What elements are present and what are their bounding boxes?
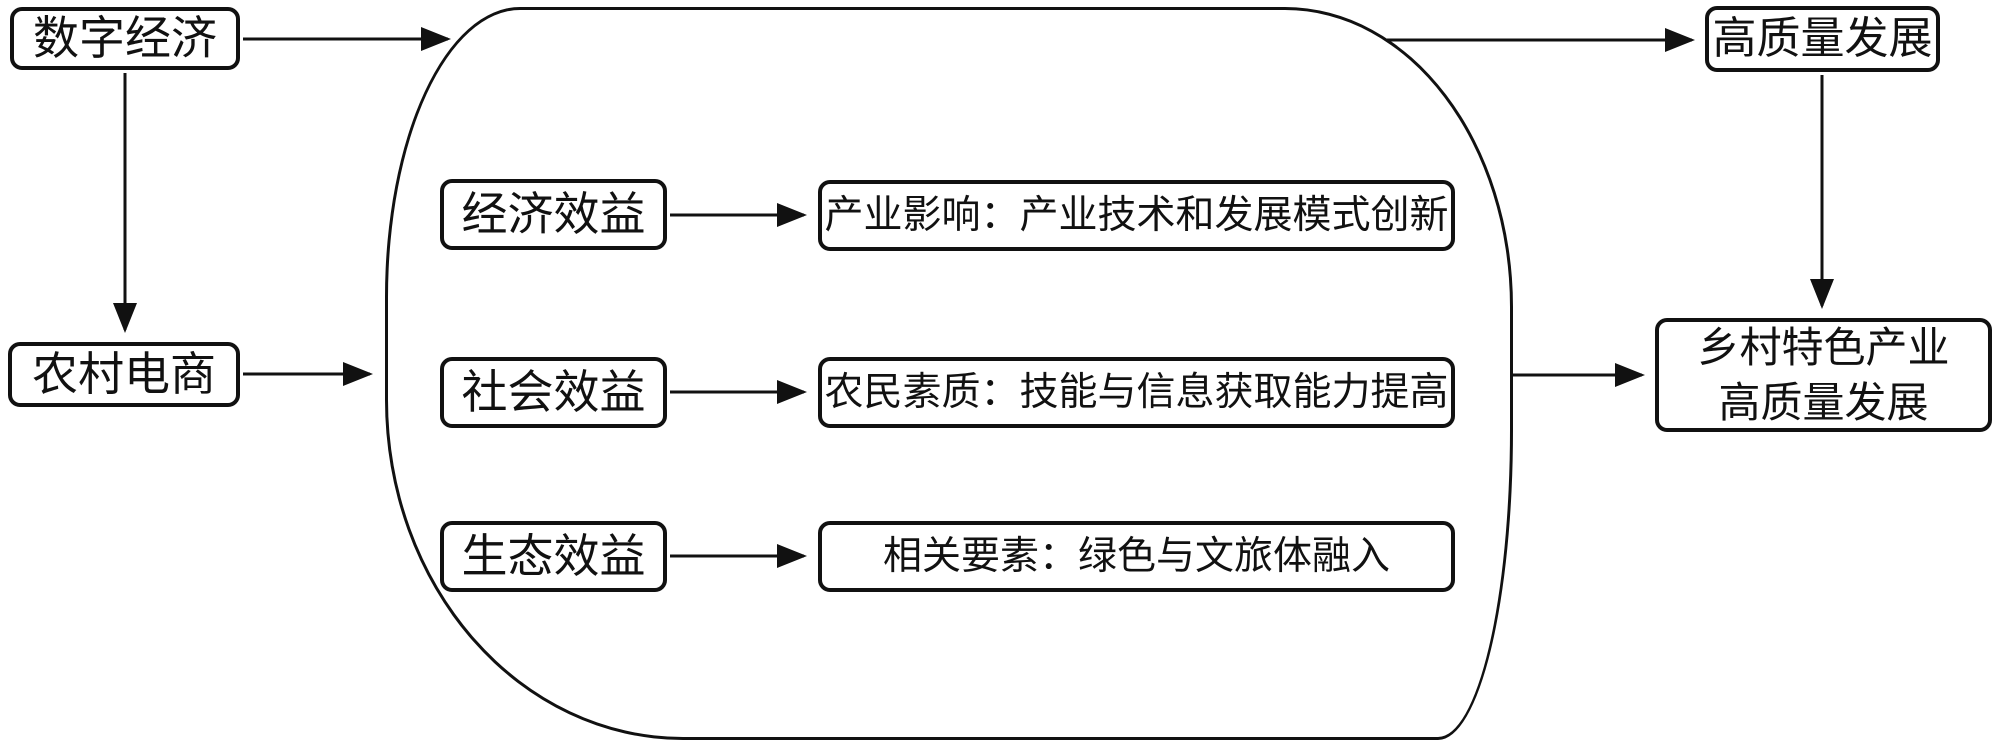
node-eco-benefit: 生态效益: [440, 521, 667, 592]
node-social-benefit: 社会效益: [440, 357, 667, 428]
node-economic-outcome: 产业影响：产业技术和发展模式创新: [818, 180, 1455, 251]
node-rural-industry-high-quality-development: 乡村特色产业高质量发展: [1655, 318, 1992, 432]
node-digital-economy: 数字经济: [10, 7, 240, 70]
node-eco-outcome: 相关要素：绿色与文旅体融入: [818, 521, 1455, 592]
node-rural-ecommerce: 农村电商: [8, 342, 240, 407]
node-social-outcome: 农民素质：技能与信息获取能力提高: [818, 357, 1455, 428]
node-economic-benefit: 经济效益: [440, 179, 667, 250]
node-high-quality-development: 高质量发展: [1705, 6, 1940, 72]
